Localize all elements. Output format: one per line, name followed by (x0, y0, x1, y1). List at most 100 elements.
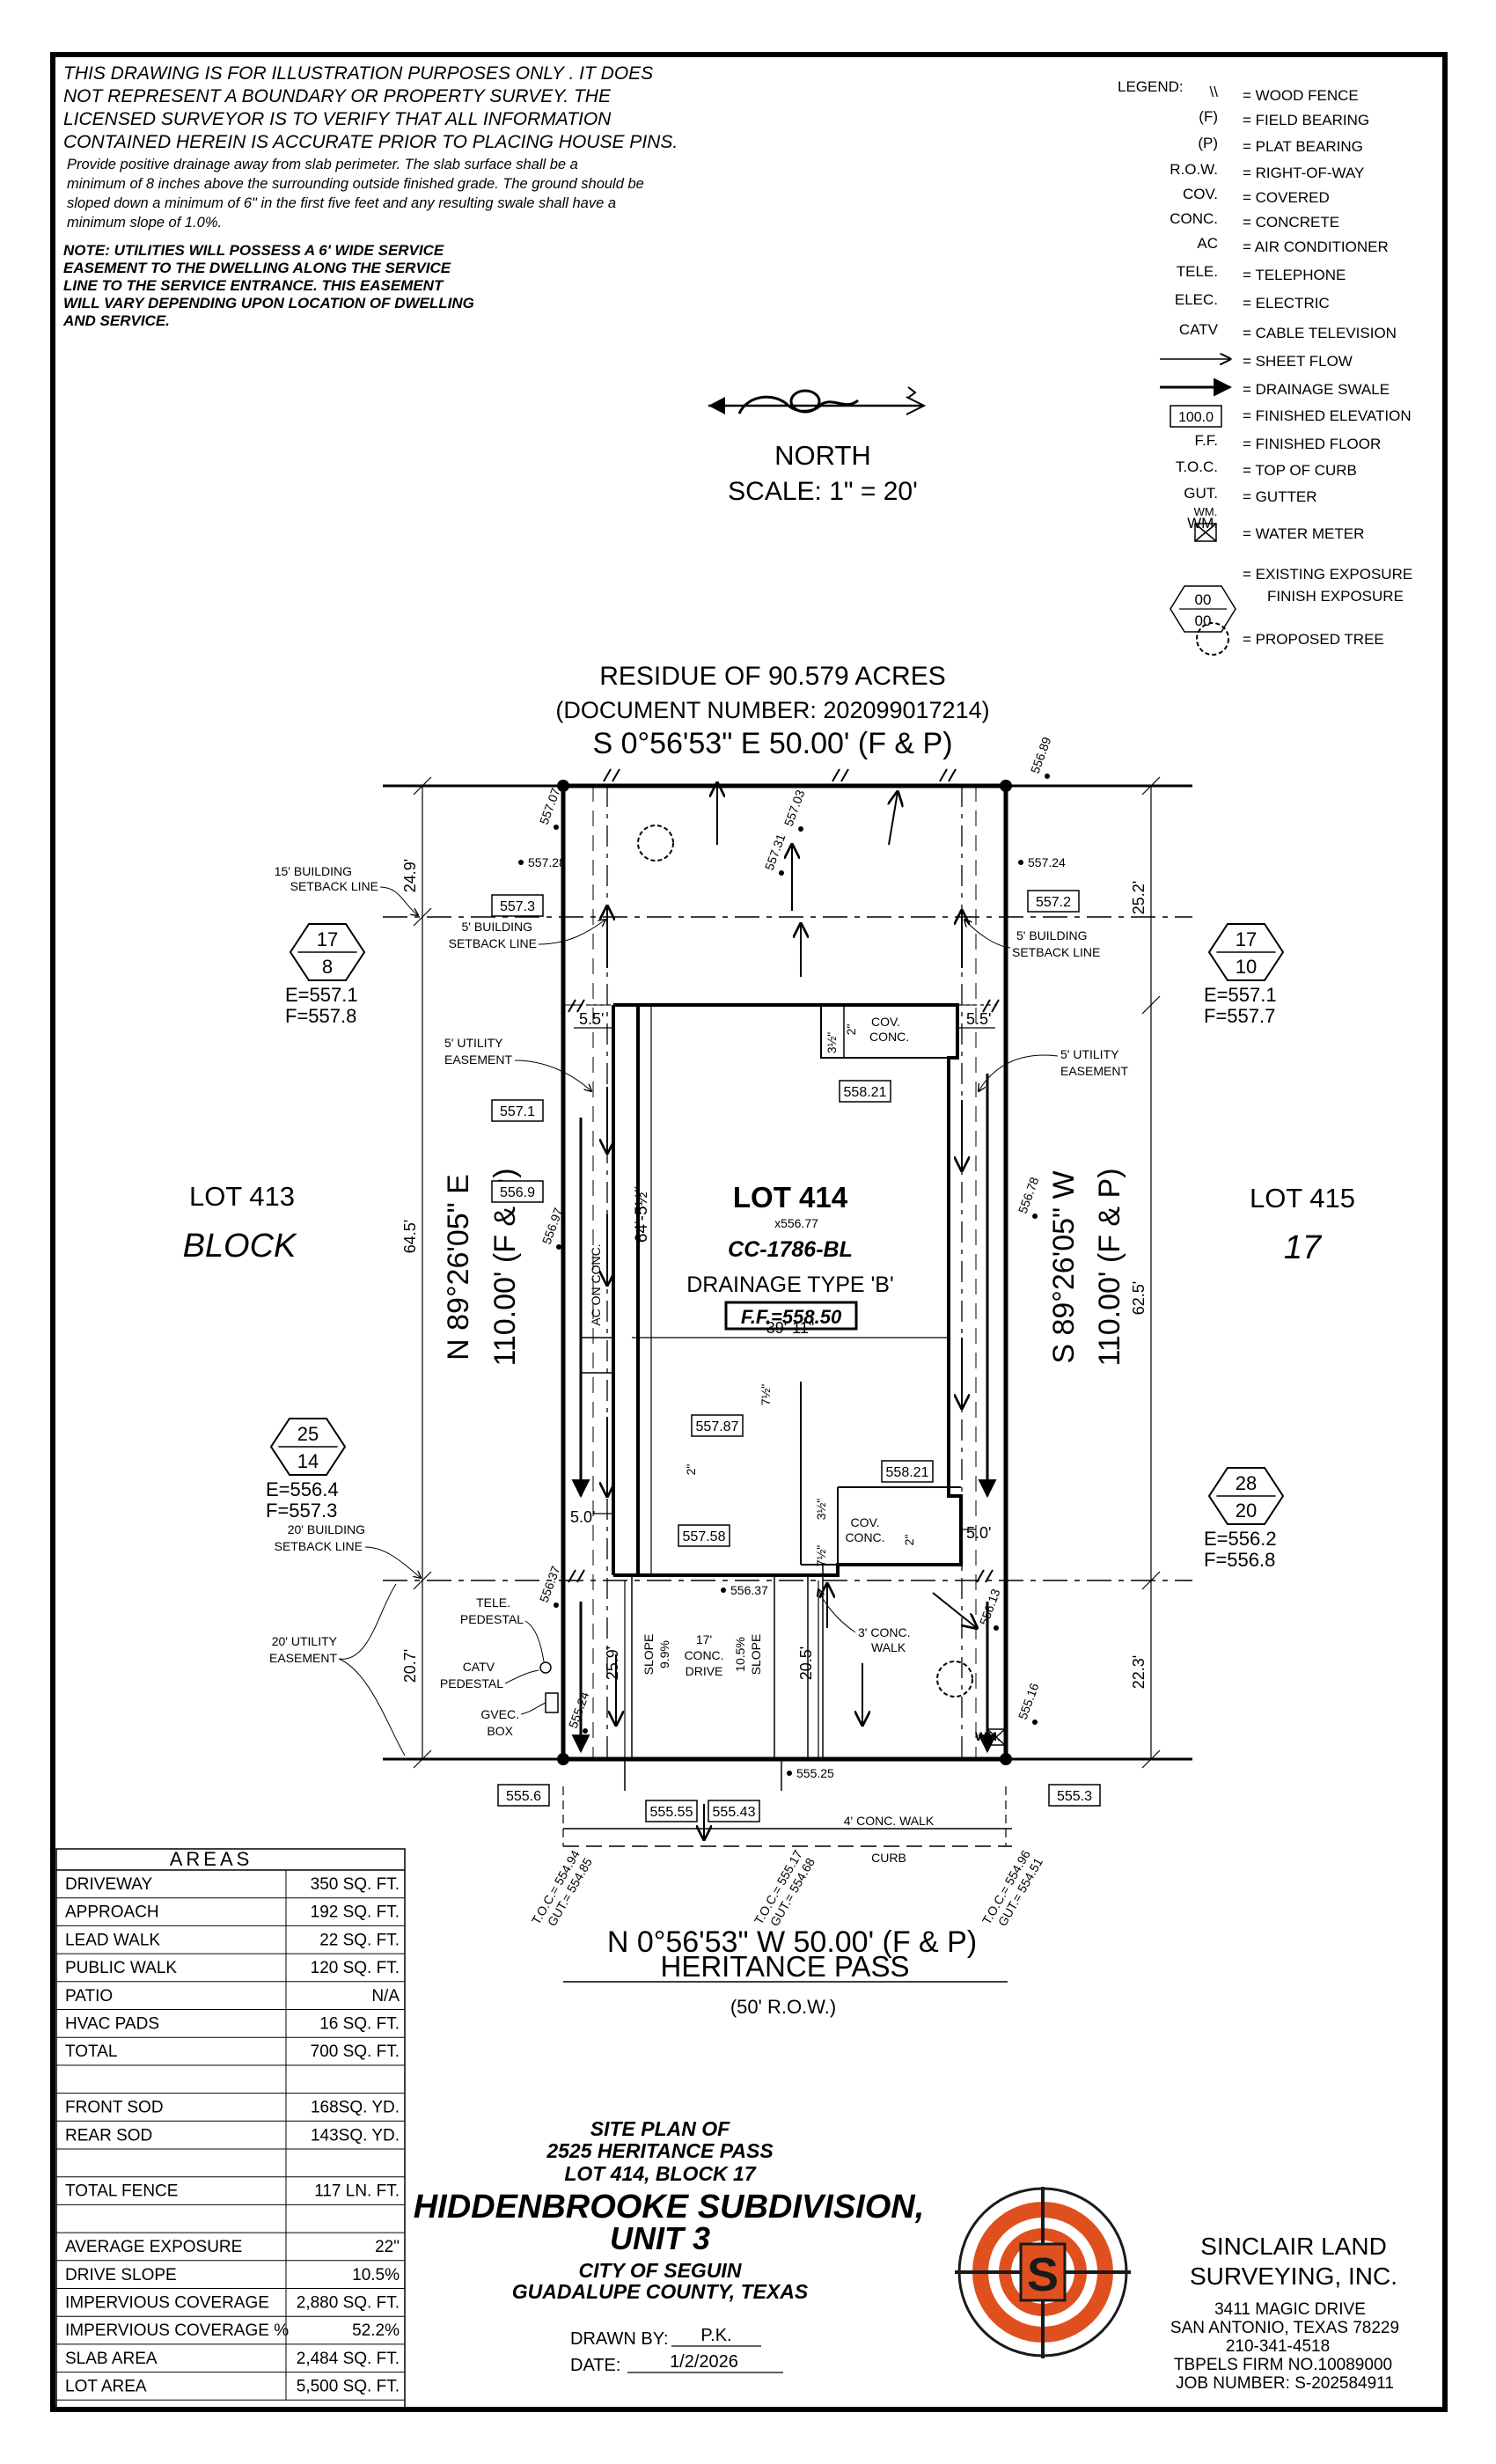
area-value: 350 SQ. FT. (311, 1875, 400, 1894)
finished-floor: F.F.=558.50 (741, 1306, 842, 1328)
elevation-box (881, 1460, 934, 1483)
legend-text: = ELECTRIC (1243, 295, 1330, 312)
drainage-note-line: minimum slope of 1.0%. (67, 215, 222, 231)
legend-text: = TOP OF CURB (1243, 462, 1357, 479)
spot-elevation: 555.25 (796, 1766, 834, 1780)
svg-text:3411 MAGIC DRIVE: 3411 MAGIC DRIVE (1214, 2300, 1366, 2319)
tree-symbol (1196, 622, 1229, 656)
lot-corner-pin (1000, 1753, 1012, 1765)
svg-text:SETBACK LINE: SETBACK LINE (1012, 945, 1100, 959)
spot-elevation: 557.03 (781, 788, 808, 828)
area-label: TOTAL (65, 2042, 117, 2061)
top-of-curb-labels: T.O.C.= 554.94 GUT.= 554.85 T.O.C.= 555.… (529, 1847, 1045, 1928)
lot-number: LOT 414 (733, 1181, 848, 1214)
svg-text:3½": 3½" (825, 1032, 839, 1053)
proposed-tree (637, 825, 674, 862)
legend-symbol: GUT. (1184, 485, 1218, 502)
utility-note-line: EASEMENT TO THE DWELLING ALONG THE SERVI… (63, 260, 451, 276)
svg-text:3' CONC.: 3' CONC. (858, 1625, 910, 1639)
elevation-value: 555.55 (650, 1805, 693, 1820)
spot-elevation-dot (1032, 1720, 1038, 1725)
area-value: 168SQ. YD. (311, 2099, 400, 2117)
elevation-value: 557.87 (696, 1419, 739, 1434)
finish-exposure: 10 (1236, 956, 1257, 978)
svg-text:SETBACK LINE: SETBACK LINE (290, 879, 378, 893)
elevation-box (839, 1080, 891, 1103)
driveway (631, 1575, 775, 1759)
elevation-box (708, 1800, 760, 1822)
svg-text:TELE.: TELE. (476, 1595, 510, 1610)
area-value: N/A (371, 1987, 400, 2006)
exposure-hexagon (289, 923, 366, 981)
svg-text:3½": 3½" (814, 1499, 828, 1520)
finish-exposure: 14 (297, 1450, 319, 1472)
dimension-lines (413, 776, 1161, 1769)
existing-exposure: 17 (1236, 928, 1257, 950)
area-label: DRIVEWAY (65, 1875, 153, 1894)
area-label: LEAD WALK (65, 1931, 160, 1949)
street-name: HERITANCE PASS (661, 1950, 910, 1983)
spot-elevation: 557.31 (762, 832, 788, 872)
svg-text:DATE:: DATE: (570, 2356, 620, 2375)
area-label: IMPERVIOUS COVERAGE (65, 2294, 269, 2313)
spot-elevation: 556.78 (1016, 1175, 1042, 1215)
spot-elevation: 556.37 (730, 1583, 768, 1597)
dimension-text: 64.5' (401, 1220, 419, 1253)
exposure-hexagon-symbol: 00 00 (1170, 585, 1236, 633)
drawn-by-block: DRAWN BY: P.K. DATE: 1/2/2026 (570, 2326, 783, 2375)
svg-text:7½": 7½" (814, 1545, 828, 1566)
company-info: SINCLAIR LAND SURVEYING, INC. 3411 MAGIC… (1170, 2233, 1399, 2393)
site-plan: RESIDUE OF 90.579 ACRES (DOCUMENT NUMBER… (183, 662, 1355, 2018)
spot-elevation: 556.37 (537, 1564, 563, 1604)
svg-text:SETBACK LINE: SETBACK LINE (449, 936, 537, 950)
spot-elevation: 556.13 (977, 1587, 1003, 1627)
elevation-box (491, 894, 544, 917)
elevation-value: 557.3 (500, 899, 535, 914)
residue-label: RESIDUE OF 90.579 ACRES (599, 662, 946, 691)
svg-text:5' UTILITY: 5' UTILITY (444, 1036, 503, 1050)
spot-elevation-dot (994, 1625, 999, 1631)
spot-elevation-dot (583, 1728, 588, 1734)
legend-symbol: T.O.C. (1176, 458, 1218, 475)
spot-elevation: 555.16 (1016, 1681, 1042, 1721)
dimension-text: 25.2' (1130, 881, 1148, 914)
legend-symbol: CATV (1179, 321, 1219, 338)
dimension-text: 5.0' (570, 1508, 595, 1526)
finish-elevation: F=557.8 (285, 1005, 356, 1027)
dimension-text: 5.5' (579, 1010, 604, 1028)
spot-elevation-dot (1032, 1214, 1038, 1219)
legend-text: = SHEET FLOW (1243, 353, 1353, 370)
svg-text:5' BUILDING: 5' BUILDING (462, 920, 532, 934)
legend-symbol: (P) (1198, 135, 1218, 151)
svg-text:HIDDENBROOKE SUBDIVISION,: HIDDENBROOKE SUBDIVISION, (414, 2189, 925, 2226)
elevation-value: 556.9 (500, 1185, 535, 1200)
svg-text:20' UTILITY: 20' UTILITY (272, 1634, 338, 1648)
svg-text:CONC.: CONC. (869, 1030, 909, 1044)
elevation-value: 557.1 (500, 1104, 535, 1119)
svg-text:GVEC.: GVEC. (480, 1707, 519, 1721)
north-arrow: NORTH SCALE: 1" = 20' (708, 386, 927, 506)
elevation-value: 555.6 (506, 1789, 541, 1804)
legend-rows: \\= WOOD FENCE(F)= FIELD BEARING(P)= PLA… (1170, 84, 1411, 542)
svg-text:CONC.: CONC. (845, 1530, 884, 1544)
exposure-hexagon (1207, 923, 1285, 981)
house-width: 39'-11" (766, 1319, 815, 1337)
dimension-text: 62.5' (1130, 1281, 1148, 1315)
elevation-box (497, 1784, 550, 1807)
exposure-hexagons: 178E=557.1F=557.81710E=557.1F=557.72514E… (266, 923, 1285, 1571)
svg-text:EASEMENT: EASEMENT (444, 1052, 512, 1067)
disclaimer-line: LICENSED SURVEYOR IS TO VERIFY THAT ALL … (63, 109, 612, 129)
area-value: 22 SQ. FT. (319, 1931, 400, 1949)
legend-symbol: R.O.W. (1170, 161, 1218, 178)
legend-symbol: 100.0 (1178, 410, 1214, 425)
house-depth: 64'-5½" (633, 1186, 651, 1243)
svg-text:GUADALUPE COUNTY, TEXAS: GUADALUPE COUNTY, TEXAS (512, 2280, 809, 2303)
legend-symbol: ELEC. (1175, 291, 1218, 308)
existing-elevation: E=557.1 (1204, 984, 1277, 1006)
legend-text: = CONCRETE (1243, 214, 1339, 231)
area-label: LOT AREA (65, 2378, 147, 2396)
ff-box (724, 1301, 858, 1331)
legend-title: LEGEND: (1118, 78, 1184, 95)
